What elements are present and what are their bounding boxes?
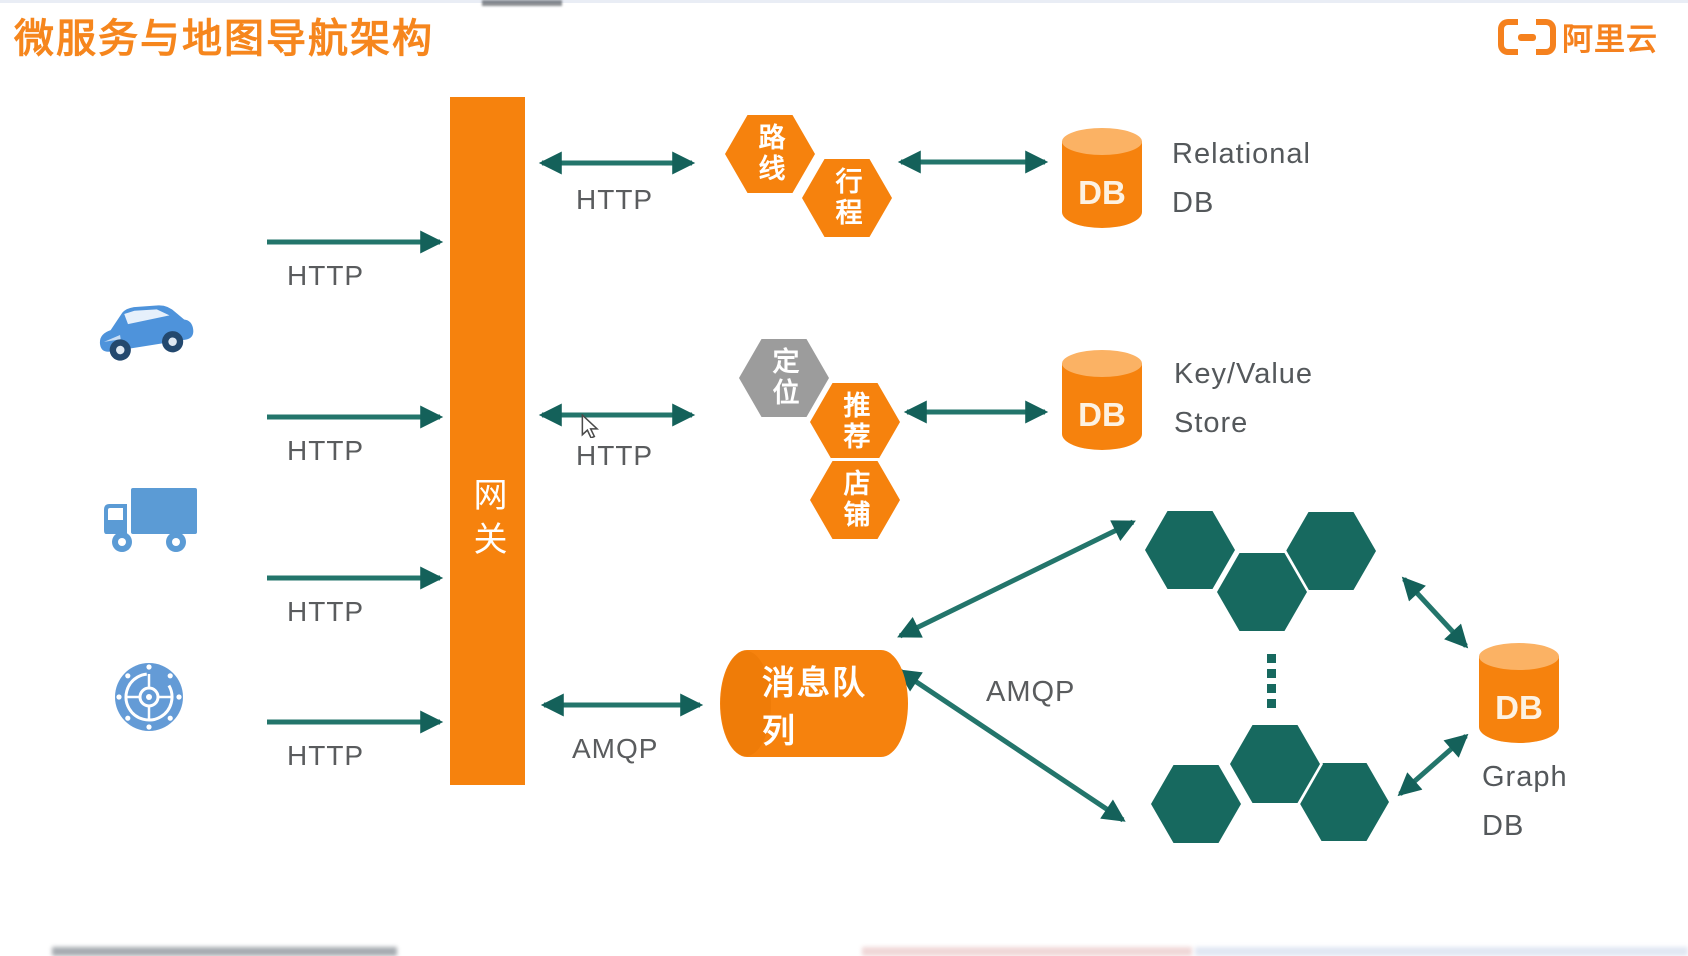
alibaba-cloud-logo-icon <box>1498 18 1556 55</box>
graph-db-name-line2: DB <box>1482 810 1525 842</box>
graph-db-cylinder: DB <box>1479 643 1559 743</box>
amqp-label-gateway: AMQP <box>572 733 659 764</box>
graph-db-cylinder-label: DB <box>1495 689 1543 726</box>
logo-right-bracket <box>1536 18 1556 55</box>
arrow-amqp-queue-cluster-bottom <box>897 668 1126 823</box>
service-hex-route: 路线 <box>722 112 818 196</box>
service-hex-recommend: 推荐 <box>807 380 903 464</box>
cylinder-body <box>1062 141 1142 228</box>
cylinder-top <box>1479 643 1559 670</box>
keyvalue-db-cylinder-label: DB <box>1078 396 1126 433</box>
service-hex-trip-label: 行程 <box>831 167 862 229</box>
queue-cylinder-rim <box>721 651 771 756</box>
worker-hex-2 <box>1214 550 1310 634</box>
cylinder-top <box>1062 128 1142 155</box>
service-hex-locate: 定位 <box>736 336 832 420</box>
service-hex-recommend-label: 推荐 <box>839 391 870 453</box>
graph-db-name-line1: Graph <box>1482 761 1568 793</box>
http-label-4: HTTP <box>287 740 365 771</box>
top-edge-line <box>0 0 1688 3</box>
service-hex-trip: 行程 <box>799 156 895 240</box>
bottom-blur-strip-dark <box>52 947 397 956</box>
keyvalue-db-name-line2: Store <box>1174 407 1249 439</box>
cylinder-body <box>1062 363 1142 450</box>
cylinder-body <box>1479 656 1559 743</box>
mouse-cursor <box>580 413 600 443</box>
service-hex-locate-label: 定位 <box>768 347 799 409</box>
relational-db-name-line1: Relational <box>1172 138 1311 170</box>
relational-db-name-line2: DB <box>1172 187 1215 219</box>
page-title: 微服务与地图导航架构 <box>14 17 434 61</box>
ellipsis-dot <box>1267 669 1276 678</box>
http-label-routes: HTTP <box>576 184 654 215</box>
bottom-blur-strip-blue <box>1195 947 1688 956</box>
truck-icon <box>100 484 203 565</box>
gateway-node: 网关 <box>450 97 525 785</box>
helm-icon <box>112 660 186 739</box>
amqp-label-cluster: AMQP <box>986 676 1076 708</box>
top-edge-smudge <box>482 0 562 6</box>
service-hex-route-label: 路线 <box>754 123 785 185</box>
bottom-blur-strip-red <box>862 947 1192 956</box>
http-label-locate: HTTP <box>576 440 654 471</box>
http-label-2: HTTP <box>287 435 365 466</box>
service-hex-shop: 店铺 <box>807 458 903 542</box>
worker-hex-4 <box>1148 762 1244 846</box>
service-hex-shop-label: 店铺 <box>839 469 870 531</box>
ellipsis-dot <box>1267 684 1276 693</box>
message-queue-label: 消息队列 <box>762 663 867 749</box>
brand-logo: 阿里云 <box>1498 14 1658 59</box>
cylinder-top <box>1062 350 1142 377</box>
graph-db-name: Graph DB <box>1482 753 1568 851</box>
brand-name: 阿里云 <box>1562 22 1658 57</box>
worker-hex-5 <box>1227 722 1323 806</box>
http-label-3: HTTP <box>287 596 365 627</box>
ellipsis-dot <box>1267 699 1276 708</box>
relational-db-name: Relational DB <box>1172 130 1311 228</box>
logo-dash <box>1518 33 1536 41</box>
relational-db-cylinder-label: DB <box>1078 174 1126 211</box>
arrow-cluster-graph-db-top <box>1401 576 1469 649</box>
relational-db-cylinder: DB <box>1062 128 1142 228</box>
keyvalue-db-name: Key/Value Store <box>1174 350 1313 448</box>
arrow-cluster-graph-db-bottom <box>1397 733 1469 797</box>
keyvalue-db-cylinder: DB <box>1062 350 1142 450</box>
keyvalue-db-name-line1: Key/Value <box>1174 358 1314 390</box>
message-queue-node: 消息队列 <box>720 650 908 757</box>
arrow-amqp-queue-cluster-top <box>897 519 1136 639</box>
http-label-1: HTTP <box>287 260 365 291</box>
gateway-label: 网关 <box>468 477 506 565</box>
logo-left-bracket <box>1498 18 1518 55</box>
car-icon <box>92 284 198 381</box>
ellipsis-dot <box>1267 654 1276 663</box>
